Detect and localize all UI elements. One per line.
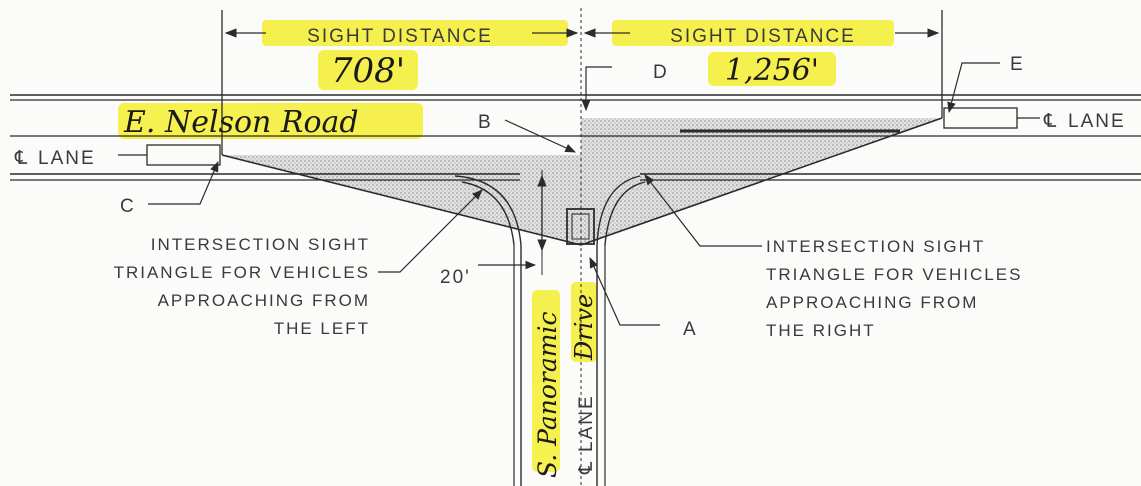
- point-label-a: A: [683, 319, 698, 340]
- point-label-c: C: [120, 196, 136, 217]
- leader-lines: [148, 62, 1000, 326]
- sight-distance-label-right: SIGHT DISTANCE: [670, 26, 856, 47]
- sight-distance-value-right: 1,256': [725, 53, 819, 88]
- side-road: [454, 8, 646, 486]
- note-left-line: INTERSECTION SIGHT: [151, 235, 370, 254]
- lane-boxes: [118, 107, 1040, 166]
- lane-box-left: [146, 144, 221, 166]
- main-road-name: E. Nelson Road: [123, 105, 359, 140]
- side-road-name-right: Drive: [570, 294, 598, 361]
- note-left-line: TRIANGLE FOR VEHICLES: [114, 263, 370, 282]
- point-label-b: B: [478, 112, 493, 133]
- sight-distance-value-left: 708': [331, 51, 405, 91]
- sight-distance-label-left: SIGHT DISTANCE: [307, 26, 493, 47]
- lane-label-vertical: LANE: [576, 394, 597, 452]
- side-road-name-left: S. Panoramic: [533, 312, 562, 478]
- lane-label-right: LANE: [1068, 111, 1126, 132]
- dimension-lines: [221, 10, 943, 252]
- note-right: INTERSECTION SIGHT TRIANGLE FOR VEHICLES…: [766, 237, 1022, 340]
- centerline-symbol-vertical: ℄: [576, 460, 597, 475]
- lane-box-right: [943, 107, 1018, 129]
- note-left: INTERSECTION SIGHT TRIANGLE FOR VEHICLES…: [114, 235, 370, 338]
- note-right-line: INTERSECTION SIGHT: [766, 237, 985, 256]
- point-label-d: D: [653, 62, 669, 83]
- offset-label: 20': [440, 267, 471, 288]
- lane-label-left: LANE: [38, 148, 96, 169]
- note-right-line: TRIANGLE FOR VEHICLES: [766, 265, 1022, 284]
- highlights: [118, 20, 894, 472]
- note-right-line: APPROACHING FROM: [766, 293, 978, 312]
- note-right-line: THE RIGHT: [766, 321, 876, 340]
- sight-lines: [221, 117, 943, 246]
- centerline-symbol-left: ℄: [14, 148, 29, 169]
- centerline-symbol-right: ℄: [1043, 111, 1058, 132]
- point-label-e: E: [1010, 54, 1025, 75]
- note-left-line: THE LEFT: [274, 319, 370, 338]
- note-left-line: APPROACHING FROM: [158, 291, 370, 310]
